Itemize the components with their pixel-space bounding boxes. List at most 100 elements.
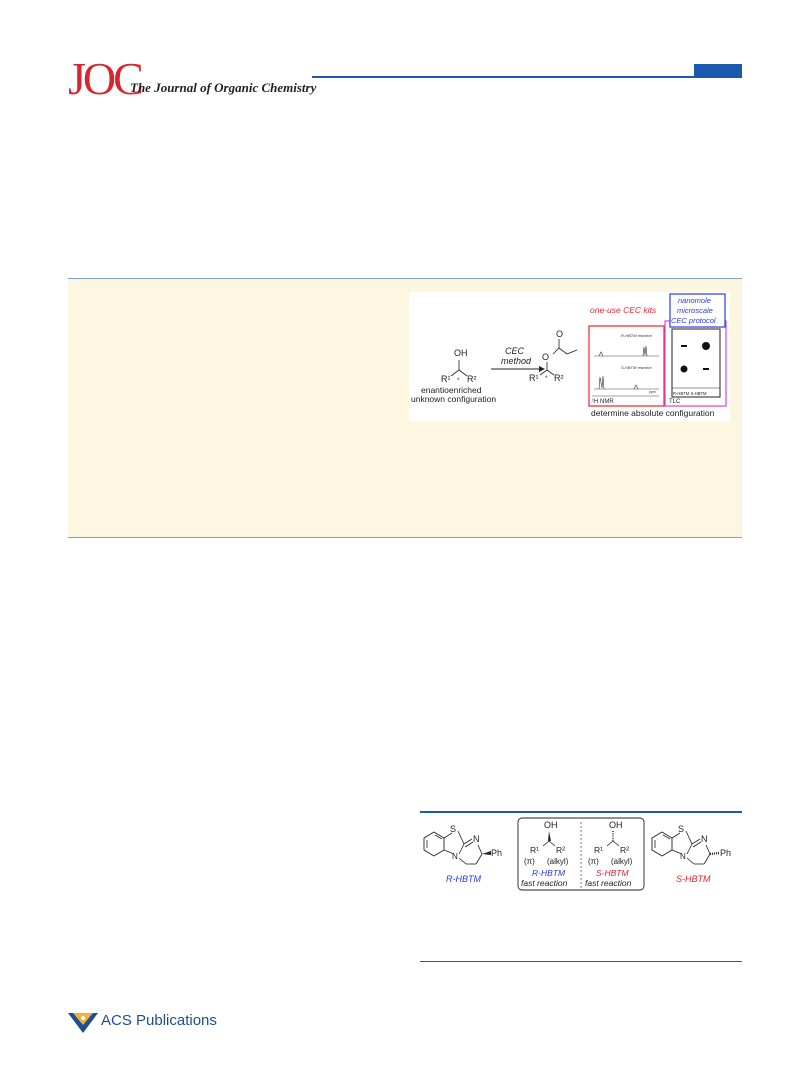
phenyl-label: Ph [720,848,731,858]
hbtm-scheme: S N N Ph R-HBTM OH R¹ R² (π) (alkyl) R-H… [423,817,731,891]
nmr-trace-s-peak [598,375,605,390]
sulfur-label: S [678,824,684,834]
s-hbtm-label: S-HBTM [676,874,711,884]
arrow-head [539,366,545,372]
tlc-label: TLC [669,399,681,405]
bond [475,853,483,865]
nmr-trace-r [598,351,604,357]
header-rule [312,76,742,78]
r-hbtm-box-label: R-HBTM [532,868,566,878]
nanomole-box [669,293,726,328]
bond [458,369,468,377]
r1-label: R¹ [530,845,539,855]
tlc-spot [680,365,688,373]
bond [443,849,455,855]
journal-logo: JOC [68,53,144,104]
cec-label: CEC [505,346,525,356]
ester-o: O [542,352,549,362]
bond [539,369,548,376]
bond [685,830,693,845]
bond [552,347,560,355]
selectivity-box [517,817,645,891]
nitrogen-label: N [452,852,458,861]
oh-label: OH [544,820,558,830]
tlc-spot [703,368,709,370]
wedge-bond [482,851,491,855]
header-accent-block [694,64,742,78]
acs-logo-icon [68,1013,98,1033]
bond [443,832,453,839]
nitrogen-label: N [680,852,686,861]
r-hbtm-reaction-label: R-HBTM reaction [621,333,653,338]
bond [434,834,443,840]
bond [671,849,683,855]
toc-graphic: OH R¹ * R² enantioenriched unknown confi… [409,292,730,422]
nmr-trace-s [633,384,639,390]
sulfur-label: S [450,824,456,834]
bond [691,838,701,845]
bond [458,857,467,865]
h-nmr-label: ¹H NMR [592,399,614,405]
r2-label: R² [556,845,565,855]
nitrogen-label: N [473,834,480,844]
cec-protocol-line: CEC protocol [671,316,716,325]
scheme-bottom-rule [420,961,742,962]
alkyl-label: (alkyl) [547,857,569,866]
abstract-bottom-rule [68,537,742,538]
bond [662,834,671,840]
alkyl-label: (alkyl) [611,857,633,866]
bond [542,840,550,847]
ppm-label: ppm [649,390,656,394]
abstract-top-rule [68,278,742,279]
s-hbtm-box-label: S-HBTM [596,868,630,878]
tlc-spot [702,342,710,350]
r2-label: R² [620,845,629,855]
method-label: method [501,356,532,366]
bond [566,349,578,355]
bond [558,347,568,355]
bond [612,840,620,847]
acs-logo-dot [80,1015,86,1021]
bond [546,369,555,376]
fast-reaction-label: fast reaction [521,878,568,888]
s-hbtm-reaction-label: S-HBTM reaction [621,365,652,370]
pi-label: (π) [588,857,599,866]
nmr-trace-r-peak [642,345,648,357]
determine-label: determine absolute configuration [591,408,715,418]
bond [703,853,711,865]
one-use-label: one-use CEC kits [590,305,657,315]
stereo-star: * [545,376,548,382]
bond [692,841,702,848]
nanomole-line: nanomole [678,296,711,305]
r1-label: R¹ [441,374,451,384]
acs-publications-label: ACS Publications [101,1012,217,1029]
enantioenriched-label: enantioenriched [421,385,482,395]
bond [686,857,695,865]
microscale-line: microscale [677,306,713,315]
bond [671,832,681,839]
wedge-bond [548,831,551,841]
bond [457,830,465,845]
bond [686,843,693,855]
nitrogen-label: N [701,834,708,844]
tlc-plate [671,328,721,398]
r-hbtm-label: R-HBTM [446,874,481,884]
r2-label: R² [467,374,477,384]
nmr-panel [588,325,665,407]
bond [606,840,614,847]
unknown-config-label: unknown configuration [411,394,496,404]
bond [705,844,711,855]
fast-reaction-label: fast reaction [585,878,632,888]
phenyl-label: Ph [491,848,502,858]
stereo-star: * [457,378,460,384]
oh-label: OH [609,820,623,830]
hash-bond [709,851,720,856]
bond [450,369,460,377]
r2-label: R² [554,373,564,383]
oh-label: OH [454,348,468,358]
bond [464,841,474,848]
bond [548,840,556,847]
tlc-lane-labels: R-HBTM S-HBTM [673,391,707,396]
journal-title: The Journal of Organic Chemistry [130,80,317,95]
r1-label: R¹ [529,373,539,383]
